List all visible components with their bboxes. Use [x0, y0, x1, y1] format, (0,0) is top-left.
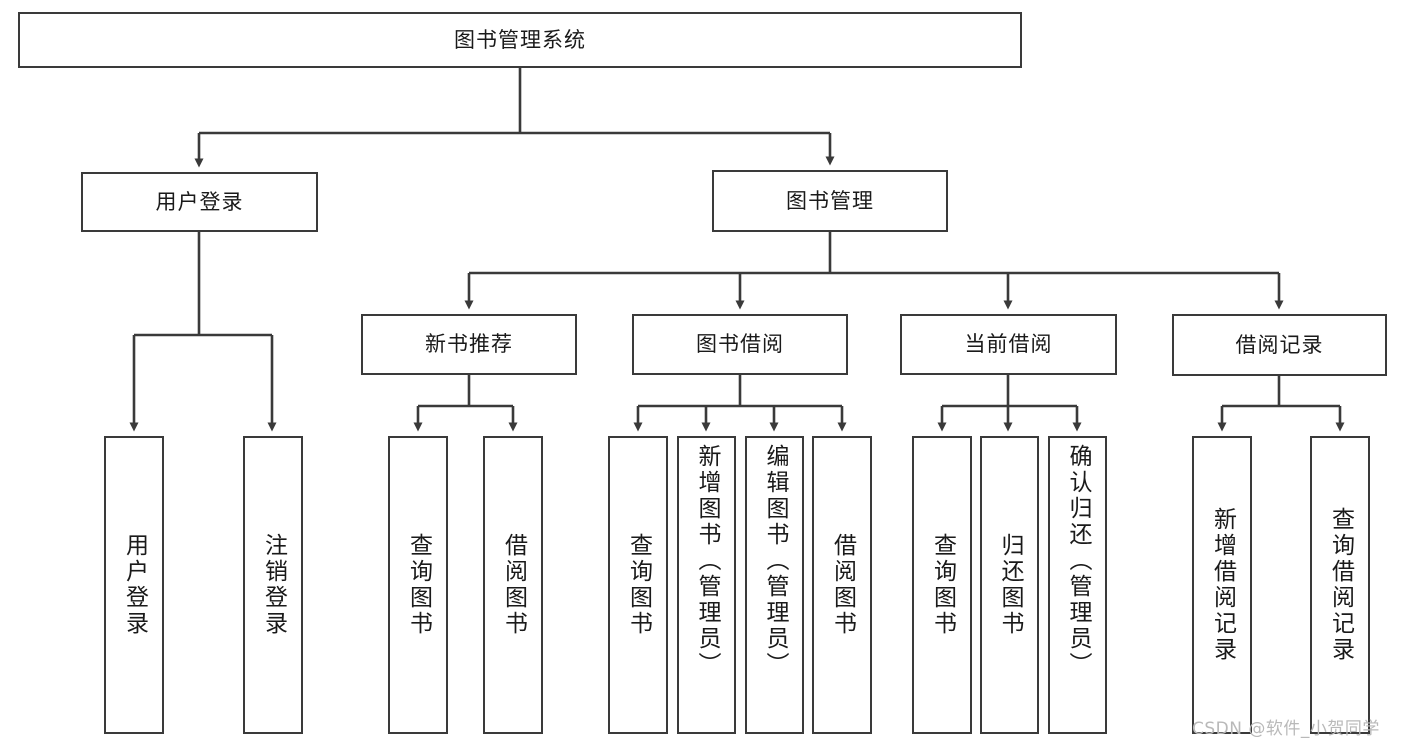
- leaf-user-login-login[interactable]: 用户登录: [104, 436, 164, 734]
- node-label: 用户登录: [121, 533, 148, 637]
- leaf-current-return-book[interactable]: 归还图书: [980, 436, 1039, 734]
- node-book-borrow[interactable]: 图书借阅: [632, 314, 848, 375]
- node-book-management[interactable]: 图书管理: [712, 170, 948, 232]
- node-label: 借阅图书: [500, 533, 527, 637]
- node-label: 确认归还（管理员）: [1065, 444, 1091, 678]
- leaf-user-login-logout[interactable]: 注销登录: [243, 436, 303, 734]
- node-user-login[interactable]: 用户登录: [81, 172, 318, 232]
- node-borrow-records[interactable]: 借阅记录: [1172, 314, 1387, 376]
- node-new-book-recommend[interactable]: 新书推荐: [361, 314, 577, 375]
- node-label: 用户登录: [155, 189, 244, 214]
- node-label: 查询图书: [405, 533, 432, 637]
- leaf-recommend-query-book[interactable]: 查询图书: [388, 436, 448, 734]
- node-label: 新书推荐: [425, 332, 513, 357]
- node-label: 查询图书: [625, 533, 652, 637]
- leaf-borrow-edit-book-admin[interactable]: 编辑图书（管理员）: [745, 436, 804, 734]
- node-label: 注销登录: [260, 533, 287, 637]
- node-root-system[interactable]: 图书管理系统: [18, 12, 1022, 68]
- node-label: 借阅记录: [1235, 332, 1324, 357]
- node-label: 图书管理: [786, 188, 874, 213]
- leaf-current-confirm-return-admin[interactable]: 确认归还（管理员）: [1048, 436, 1107, 734]
- node-label: 图书管理系统: [454, 27, 586, 52]
- leaf-current-query-book[interactable]: 查询图书: [912, 436, 972, 734]
- node-label: 查询图书: [929, 533, 956, 637]
- node-label: 归还图书: [997, 533, 1023, 637]
- leaf-records-add-record[interactable]: 新增借阅记录: [1192, 436, 1252, 734]
- node-label: 图书借阅: [696, 332, 784, 357]
- csdn-watermark: CSDN @软件_小贺同学: [1192, 719, 1380, 739]
- node-label: 新增图书（管理员）: [694, 444, 720, 678]
- node-label: 新增借阅记录: [1209, 507, 1236, 663]
- node-current-borrow[interactable]: 当前借阅: [900, 314, 1117, 375]
- node-label: 当前借阅: [964, 332, 1053, 357]
- node-label: 查询借阅记录: [1327, 507, 1354, 663]
- leaf-borrow-borrow-book[interactable]: 借阅图书: [812, 436, 872, 734]
- node-label: 借阅图书: [829, 533, 856, 637]
- leaf-recommend-borrow-book[interactable]: 借阅图书: [483, 436, 543, 734]
- leaf-records-query-record[interactable]: 查询借阅记录: [1310, 436, 1370, 734]
- leaf-borrow-query-book[interactable]: 查询图书: [608, 436, 668, 734]
- node-label: 编辑图书（管理员）: [762, 444, 788, 678]
- leaf-borrow-add-book-admin[interactable]: 新增图书（管理员）: [677, 436, 736, 734]
